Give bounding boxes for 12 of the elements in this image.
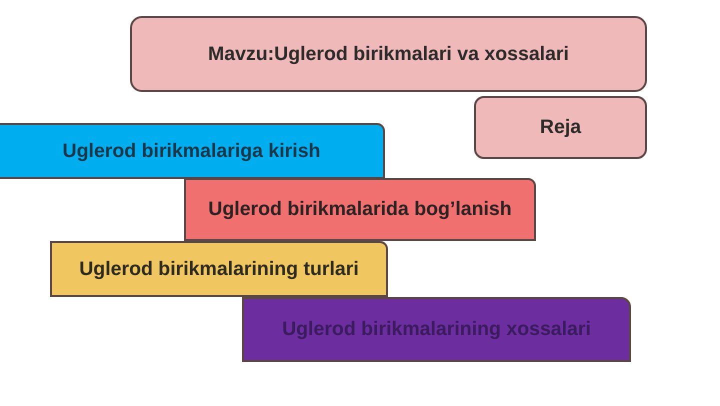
plan-box (474, 96, 647, 159)
topic-item-box (242, 297, 631, 362)
plan-heading: Reja (540, 116, 582, 139)
topic-box (130, 16, 647, 92)
item-text: Uglerod birikmalariga kirish (62, 140, 320, 162)
topic-title: Mavzu:Uglerod birikmalari va xossalari (208, 42, 569, 66)
topic-item-box (0, 123, 385, 179)
topic-item-box (184, 178, 536, 241)
item-text: Uglerod birikmalarida bog’lanish (208, 198, 512, 221)
topic-item-box (50, 241, 388, 297)
item-text: Uglerod birikmalarining xossalari (282, 318, 591, 341)
item-text: Uglerod birikmalarining turlari (79, 258, 359, 280)
